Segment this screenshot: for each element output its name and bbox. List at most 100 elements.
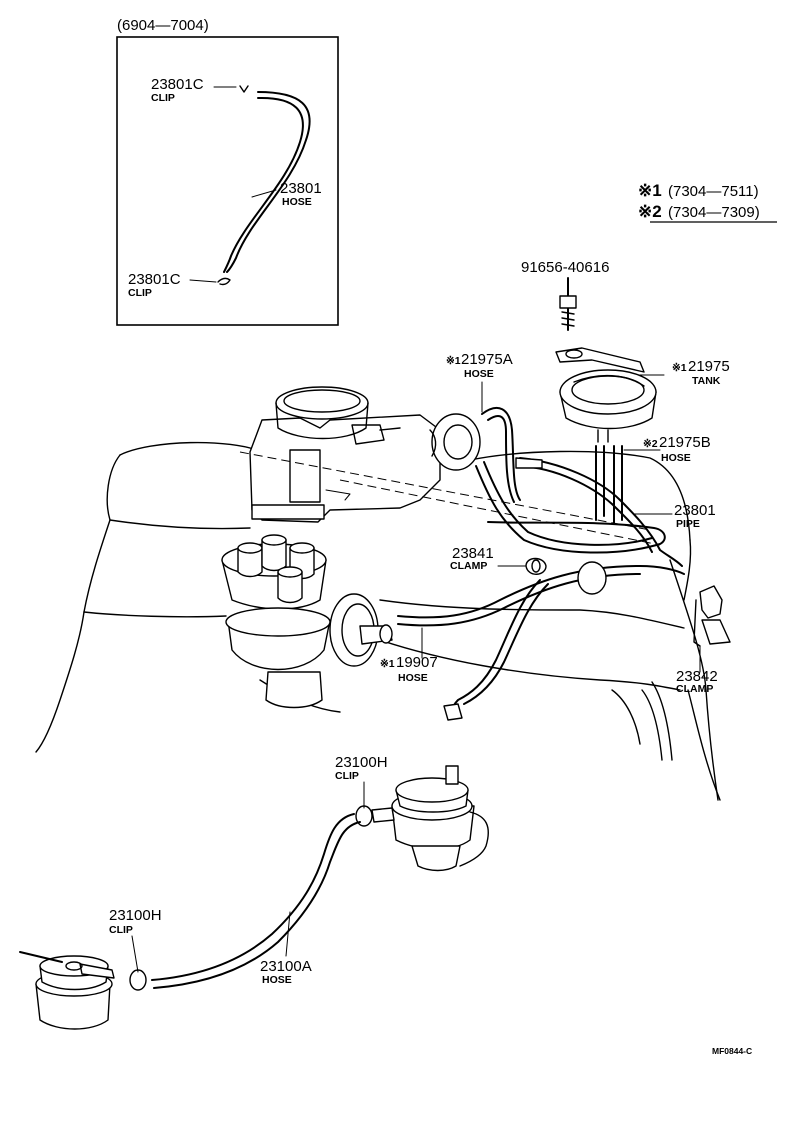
- clamp-23842-icon: [699, 585, 723, 619]
- pipe-23801-upper-b: [519, 465, 653, 553]
- label-tank-number: 21975: [688, 358, 730, 375]
- label-clip-23100h-lower-name: CLIP: [109, 924, 133, 936]
- carburetor-air-horn: [275, 386, 369, 420]
- engine-left-edge: [83, 454, 121, 613]
- label-hose-21975a-mark: ※1: [446, 355, 461, 367]
- inset-hose-name: HOSE: [282, 196, 312, 208]
- tower-4-top: [277, 566, 303, 578]
- carburetor-lever: [325, 489, 351, 501]
- pipe-branch-a: [449, 579, 541, 717]
- distributor-towers: [237, 534, 315, 604]
- engine-ledge: [109, 519, 251, 530]
- hose-21975a-a: [481, 406, 521, 501]
- pipe-23801-loop-b: [483, 461, 653, 546]
- label-hose-19907-number: 19907: [396, 654, 438, 671]
- note-1-range: (7304—7511): [668, 183, 759, 200]
- engine-curve-d: [687, 689, 721, 801]
- label-hose-19907-name: HOSE: [398, 672, 428, 684]
- tank-top-ridge: [573, 374, 645, 387]
- hose-23100a-b: [153, 821, 361, 989]
- figure-code: MF0844-C: [712, 1046, 752, 1056]
- inset-clip-bottom-name: CLIP: [128, 287, 152, 299]
- label-hose-21975b-mark: ※2: [643, 438, 658, 450]
- pipe-lower-a: [397, 565, 685, 619]
- applicability-notes: ※1 (7304—7511) ※2 (7304—7309): [638, 181, 777, 223]
- label-hose-23100a-name: HOSE: [262, 974, 292, 986]
- pipe-23801-upper-a: [519, 457, 683, 567]
- pipe-sleeve: [577, 561, 607, 595]
- inset-clip-top-number: 23801C: [151, 76, 204, 93]
- tower-2-top: [261, 534, 287, 546]
- label-hose-23100a-number: 23100A: [260, 958, 312, 975]
- label-clip-23100h-upper-name: CLIP: [335, 770, 359, 782]
- carburetor-float-bowl: [289, 449, 321, 503]
- engine-block: [35, 441, 721, 801]
- bracket-hole: [565, 349, 583, 359]
- vacuum-tank-assembly: [555, 277, 657, 443]
- tower-1-top: [237, 542, 263, 554]
- label-clip-23100h-upper-number: 23100H: [335, 754, 388, 771]
- label-pipe-number: 23801: [674, 502, 716, 519]
- leader-inset-hose: [251, 189, 277, 198]
- engine-curve-b: [651, 681, 673, 761]
- note-2-mark: ※2: [638, 202, 662, 221]
- bolt-thread: [561, 311, 575, 327]
- clamp-23841-hole: [531, 559, 541, 573]
- inset-clip-top-name: CLIP: [151, 92, 175, 104]
- label-tank-mark: ※1: [672, 362, 687, 374]
- inset-clip-bottom-number: 23801C: [128, 271, 181, 288]
- distributor-shank: [265, 671, 323, 709]
- label-clamp-23841-name: CLAMP: [450, 560, 487, 572]
- filter-outlet: [79, 963, 115, 979]
- fuel-pump-outlet: [445, 765, 459, 785]
- label-hose-21975b-number: 21975B: [659, 434, 711, 451]
- engine-right-ledge: [379, 599, 685, 629]
- filter-inlet-pipe: [19, 951, 63, 963]
- inset-frame: [116, 36, 339, 326]
- label-clamp-23842-name: CLAMP: [676, 683, 713, 695]
- engine-curve-c: [611, 689, 641, 745]
- leader-clip-23100h-lower: [131, 935, 139, 973]
- inset-hose-outline-b: [223, 96, 304, 273]
- label-hose-21975b-name: HOSE: [661, 452, 691, 464]
- hose-23100a-a: [151, 813, 355, 981]
- pipe-branch-b: [463, 583, 549, 705]
- bolt-head: [559, 295, 577, 309]
- vacuum-nipple-end: [379, 624, 393, 644]
- label-hose-21975a-name: HOSE: [464, 368, 494, 380]
- inset-range: (6904—7004): [117, 17, 209, 34]
- tower-1: [237, 547, 263, 578]
- carburetor-horn-rim: [283, 389, 361, 413]
- note-1-mark: ※1: [638, 181, 662, 200]
- label-clamp-23841-number: 23841: [452, 545, 494, 562]
- carburetor-diaphragm: [431, 413, 481, 471]
- hose-21975a-b: [487, 415, 515, 503]
- engine-curve-a: [641, 689, 663, 761]
- label-clamp-23842-number: 23842: [676, 668, 718, 685]
- label-tank-name: TANK: [692, 375, 721, 387]
- inset-hose-number: 23801: [280, 180, 322, 197]
- tower-4: [277, 571, 303, 604]
- engine-top-right: [469, 450, 691, 541]
- inset-hose-outline-a: [226, 91, 311, 273]
- carburetor-link: [429, 429, 437, 457]
- pipe-23801-loop-a: [475, 465, 666, 554]
- distributor-housing-rim: [225, 607, 331, 637]
- fuel-pump-arm: [459, 811, 489, 867]
- fuel-pump: [355, 765, 489, 872]
- carburetor-fitting: [351, 424, 385, 445]
- tank-top: [559, 369, 657, 415]
- filter-bolt: [65, 961, 83, 971]
- clamp-23842-base: [701, 619, 731, 645]
- engine-mid-left: [83, 611, 227, 618]
- pipe-end-fitting: [443, 703, 463, 721]
- inset-panel: (6904—7004) 23801C CLIP 23801 HOSE 23801…: [116, 17, 339, 326]
- carburetor: [249, 386, 481, 523]
- label-hose-21975a-number: 21975A: [461, 351, 513, 368]
- fuel-hose: [129, 813, 361, 991]
- leader-lines: [131, 277, 701, 973]
- engine-right-edge-a: [683, 539, 692, 601]
- distributor: [221, 534, 393, 709]
- label-bolt-number: 91656-40616: [521, 259, 609, 276]
